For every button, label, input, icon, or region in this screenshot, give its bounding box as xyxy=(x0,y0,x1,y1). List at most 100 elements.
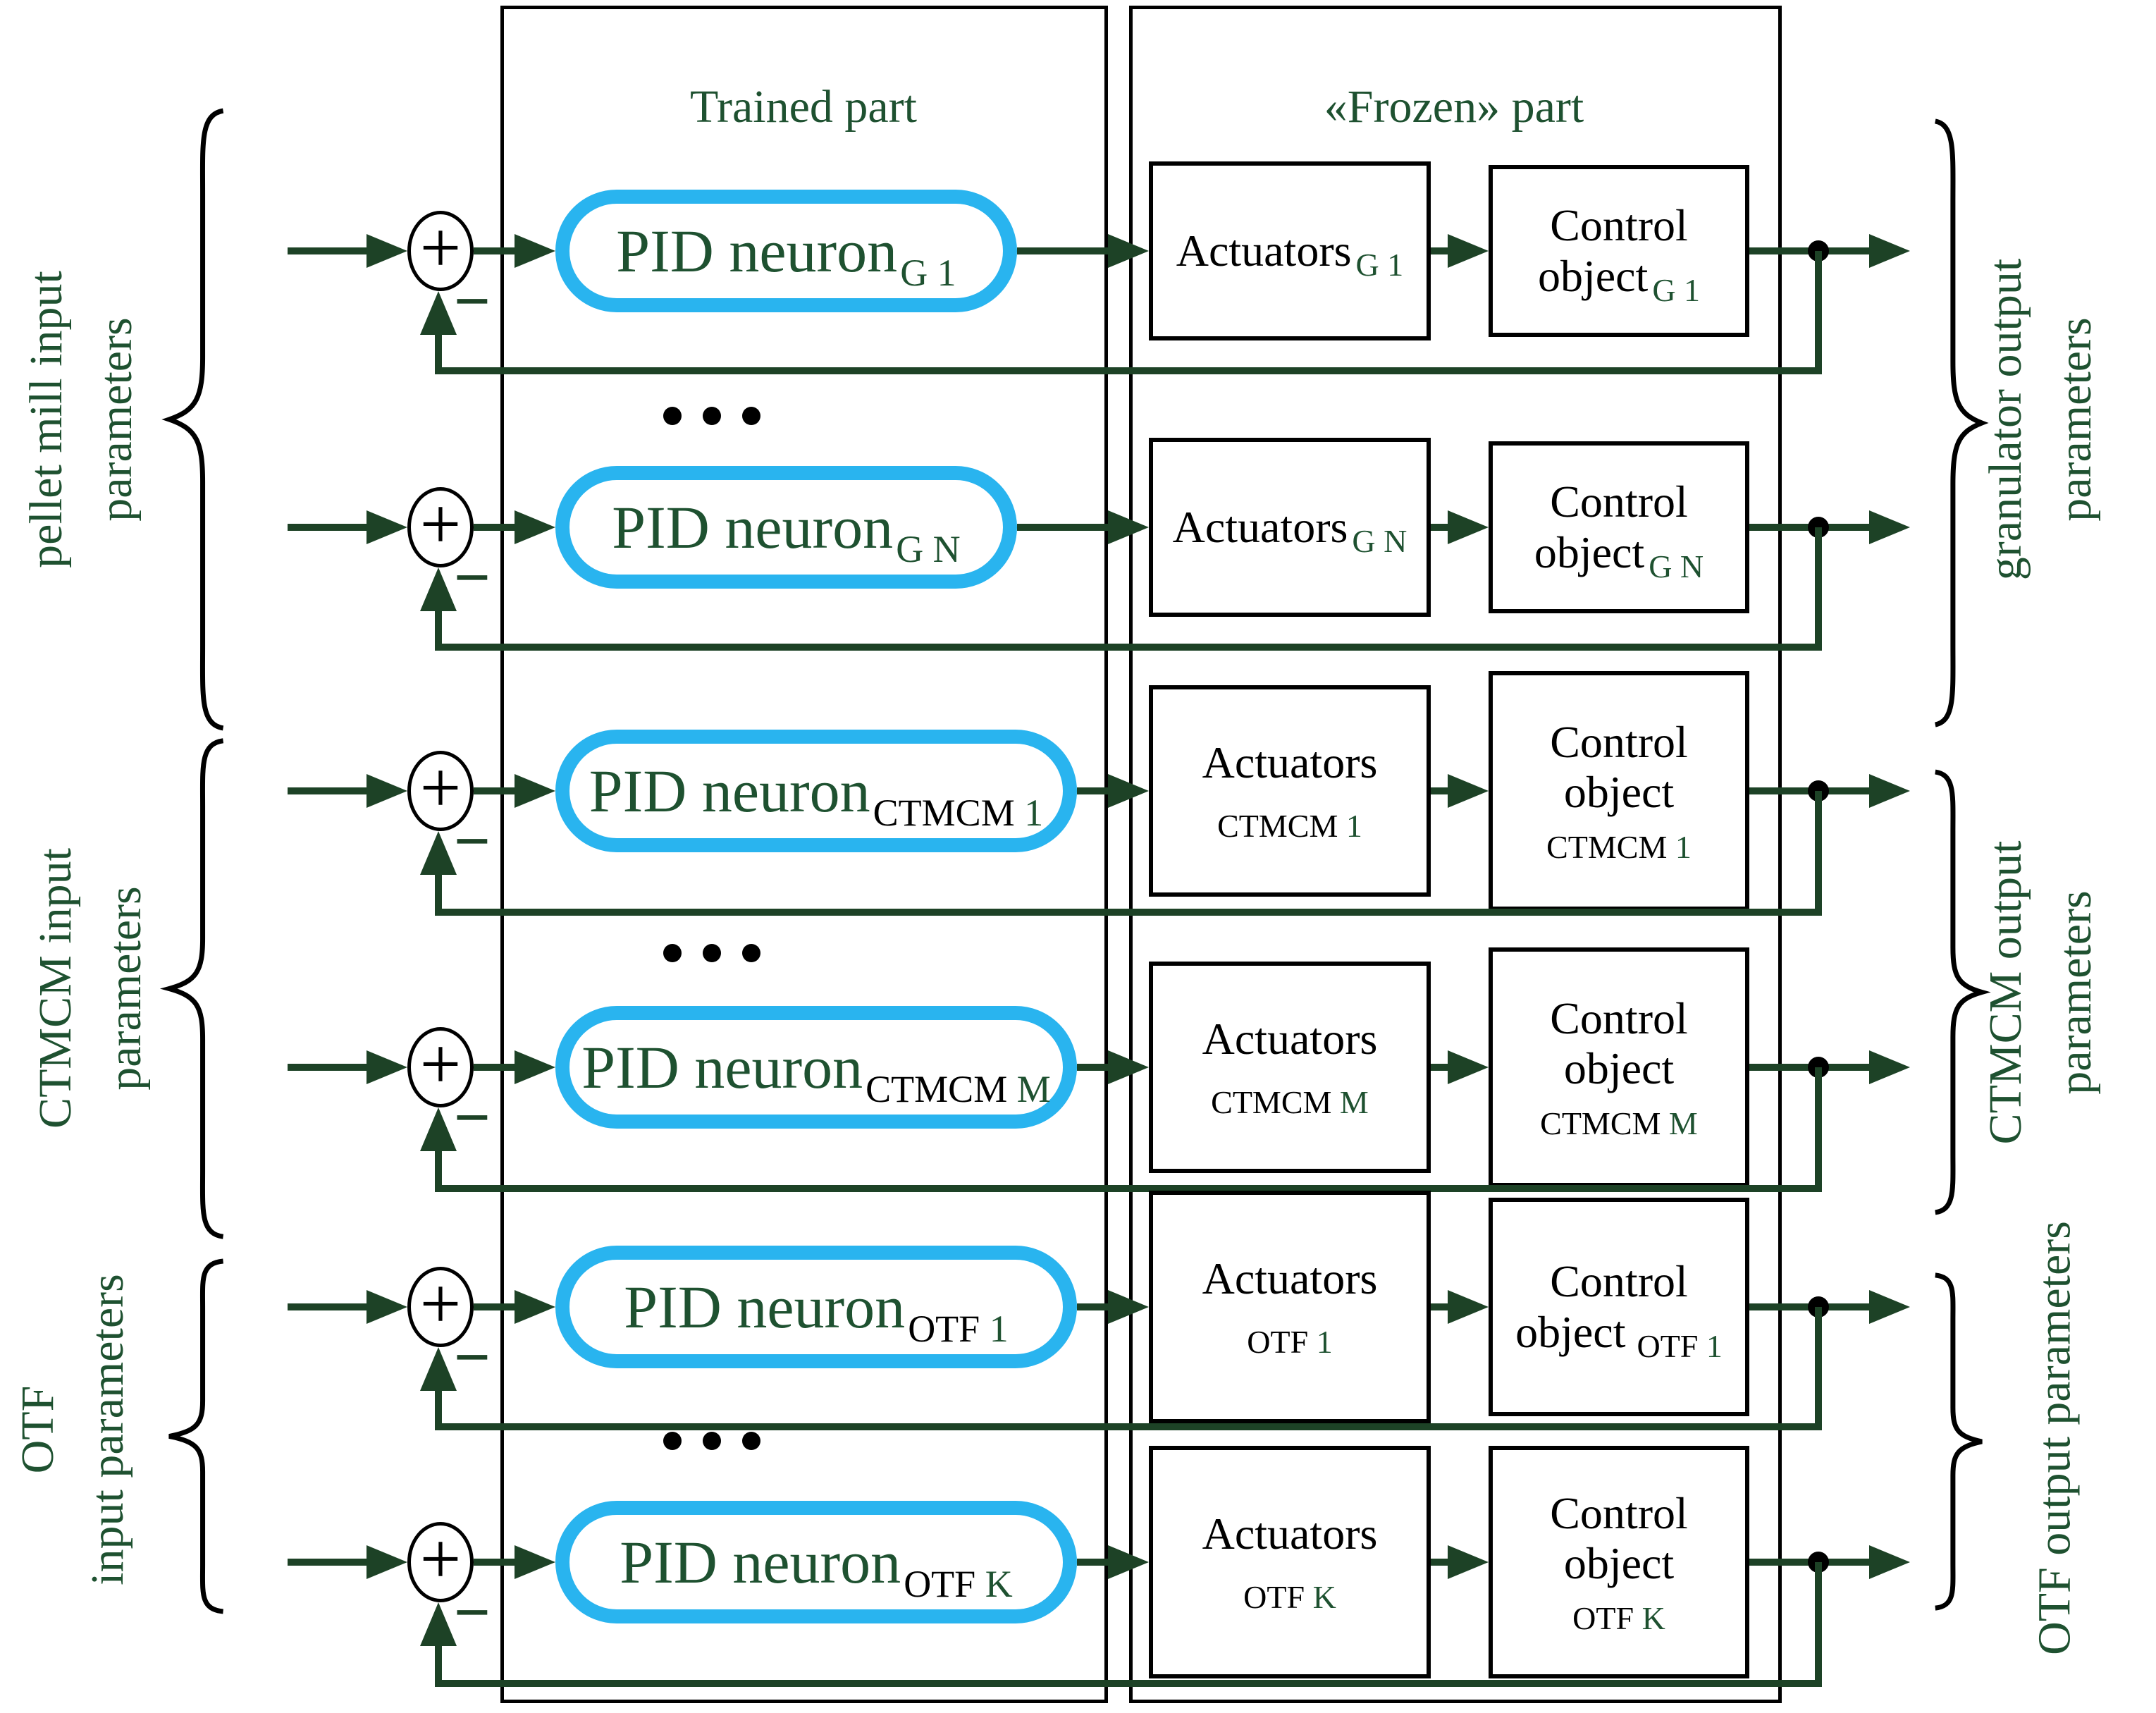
left-brace xyxy=(164,737,226,1241)
minus-sign: − xyxy=(453,1576,491,1648)
continuation-dots xyxy=(663,1432,760,1450)
pid-neuron-label: PID neuronOTF K xyxy=(620,1528,1013,1605)
feedback-line xyxy=(436,644,1822,651)
control-object-block: Control object CTMCM 1 xyxy=(1489,671,1749,911)
pid-to-actuators-arrow xyxy=(1077,1559,1108,1566)
feedback-drop-line xyxy=(1815,251,1822,374)
actuators-block: Actuators OTF K xyxy=(1149,1446,1431,1678)
feedback-drop-line xyxy=(1815,1307,1822,1430)
left-brace xyxy=(164,106,226,733)
feedback-drop-line xyxy=(1815,1562,1822,1687)
input-arrow xyxy=(288,247,366,254)
sum-junction: + xyxy=(407,1522,474,1602)
control-object-label: Control xyxy=(1550,477,1688,527)
feedback-drop-line xyxy=(1815,1067,1822,1192)
actuators-to-control-arrow xyxy=(1431,524,1448,531)
actuators-to-control-arrow xyxy=(1431,247,1448,254)
pid-neuron-label: PID neuronOTF 1 xyxy=(624,1273,1009,1350)
actuators-to-control-arrow xyxy=(1431,1303,1448,1310)
trained-part-box xyxy=(500,6,1108,1703)
actuators-label: Actuators xyxy=(1202,1014,1378,1064)
control-object-label: Control xyxy=(1550,993,1688,1043)
feedback-line xyxy=(436,909,1822,916)
pid-to-actuators-arrow xyxy=(1077,787,1108,794)
feedback-line xyxy=(436,1423,1822,1430)
feedback-line xyxy=(436,367,1822,374)
frozen-part-box xyxy=(1129,6,1782,1703)
pid-neuron-label: PID neuronG N xyxy=(612,493,961,570)
feedback-up-arrow xyxy=(435,875,442,916)
input-arrow xyxy=(288,1303,366,1310)
trained-part-label: Trained part xyxy=(689,81,918,133)
pid-neuron-block: PID neuronOTF K xyxy=(555,1501,1077,1623)
pid-neuron-block: PID neuronCTMCM 1 xyxy=(555,730,1077,852)
actuators-label: Actuators xyxy=(1202,737,1378,788)
input-arrow xyxy=(288,787,366,794)
feedback-up-arrow xyxy=(435,1646,442,1687)
pid-to-actuators-arrow xyxy=(1077,1064,1108,1071)
sum-to-pid-arrow xyxy=(474,1303,515,1310)
pid-neuron-block: PID neuronG 1 xyxy=(555,190,1017,312)
pid-neuron-label: PID neuronG 1 xyxy=(616,217,956,294)
input-arrow xyxy=(288,524,366,531)
sum-junction: + xyxy=(407,211,474,291)
pid-to-actuators-arrow xyxy=(1017,247,1108,254)
sum-junction: + xyxy=(407,1267,474,1347)
sum-junction: + xyxy=(407,487,474,567)
control-object-label: Control xyxy=(1550,200,1688,251)
actuators-to-control-arrow xyxy=(1431,787,1448,794)
frozen-part-label: «Frozen» part xyxy=(1324,81,1584,133)
feedback-up-arrow xyxy=(435,1151,442,1192)
right-brace xyxy=(1933,1272,1986,1611)
pid-neuron-block: PID neuronOTF 1 xyxy=(555,1246,1077,1368)
actuators-block: Actuators CTMCM M xyxy=(1149,962,1431,1173)
input-arrow xyxy=(288,1064,366,1071)
input-arrow xyxy=(288,1559,366,1566)
sum-junction: + xyxy=(407,751,474,831)
control-object-label: Control xyxy=(1550,716,1688,767)
actuators-label: Actuators xyxy=(1202,1509,1378,1559)
right-brace xyxy=(1933,768,1986,1216)
pid-neuron-block: PID neuronG N xyxy=(555,466,1017,589)
feedback-drop-line xyxy=(1815,791,1822,916)
plus-sign: + xyxy=(419,1518,462,1600)
continuation-dots xyxy=(663,407,760,425)
sum-to-pid-arrow xyxy=(474,787,515,794)
feedback-drop-line xyxy=(1815,527,1822,651)
feedback-up-arrow xyxy=(435,611,442,651)
control-object-label: Control xyxy=(1550,1256,1688,1307)
feedback-line xyxy=(436,1680,1822,1687)
actuators-to-control-arrow xyxy=(1431,1064,1448,1071)
control-object-block: Control object CTMCM M xyxy=(1489,947,1749,1187)
pid-to-actuators-arrow xyxy=(1077,1303,1108,1310)
actuators-block: Actuators CTMCM 1 xyxy=(1149,685,1431,897)
pid-to-actuators-arrow xyxy=(1017,524,1108,531)
right-brace xyxy=(1933,116,1986,730)
pid-neuron-label: PID neuronCTMCM 1 xyxy=(589,757,1044,834)
continuation-dots xyxy=(663,944,760,962)
sum-to-pid-arrow xyxy=(474,1559,515,1566)
actuators-block: Actuators OTF 1 xyxy=(1149,1191,1431,1423)
feedback-line xyxy=(436,1185,1822,1192)
sum-to-pid-arrow xyxy=(474,247,515,254)
pid-neuron-block: PID neuronCTMCM M xyxy=(555,1006,1077,1129)
left-brace xyxy=(164,1258,226,1614)
pid-neuron-label: PID neuronCTMCM M xyxy=(581,1033,1051,1110)
actuators-label: Actuators xyxy=(1202,1253,1378,1304)
control-object-label: Control xyxy=(1550,1487,1688,1538)
actuators-to-control-arrow xyxy=(1431,1559,1448,1566)
